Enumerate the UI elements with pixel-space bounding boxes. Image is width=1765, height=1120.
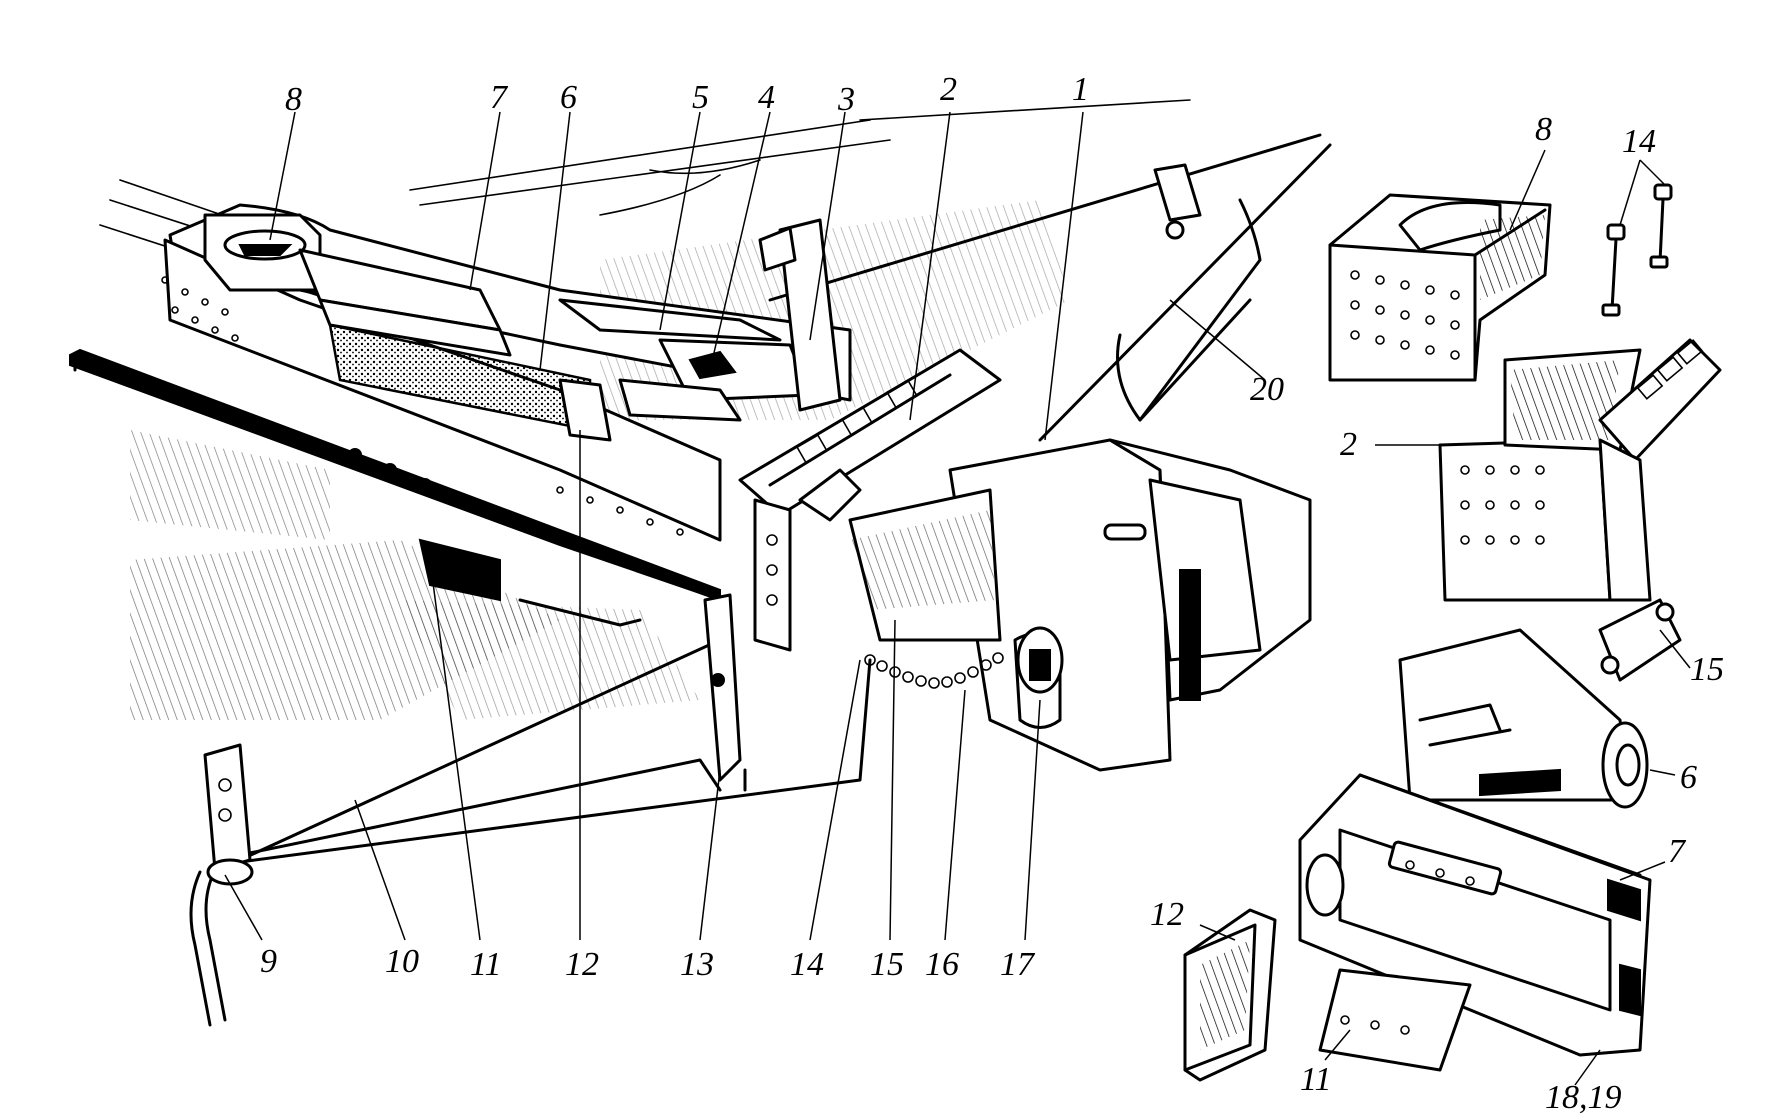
callout-16: 16 <box>925 946 959 983</box>
callout-exploded-8: 8 <box>1535 111 1552 148</box>
callout-exploded-11: 11 <box>1300 1061 1331 1098</box>
callout-14: 14 <box>790 946 824 983</box>
rod-bracket <box>703 593 747 792</box>
exploded-yoke <box>1328 193 1552 382</box>
callout-exploded-2: 2 <box>1340 426 1357 463</box>
callout-1: 1 <box>1072 71 1089 108</box>
leader-lines <box>224 111 1691 1086</box>
callout-13: 13 <box>680 946 714 983</box>
callout-2: 2 <box>940 71 957 108</box>
callout-3: 3 <box>837 81 855 118</box>
main-assembly <box>69 99 1332 1027</box>
exploded-pad <box>1183 908 1277 1082</box>
callout-6: 6 <box>560 79 577 116</box>
exploded-bracket <box>1438 338 1722 602</box>
callout-exploded-7: 7 <box>1668 833 1687 870</box>
callout-7: 7 <box>490 79 509 116</box>
exploded-plate <box>1318 968 1472 1072</box>
callout-12: 12 <box>565 946 599 983</box>
callout-10: 10 <box>385 943 419 980</box>
coupler-head <box>848 438 1312 772</box>
exploded-draft-gear <box>1398 628 1649 809</box>
callout-exploded-6: 6 <box>1680 759 1697 796</box>
draft-gear <box>328 323 612 442</box>
callout-exploded-18-19: 18,19 <box>1545 1079 1622 1116</box>
callout-5: 5 <box>692 79 709 116</box>
exploded-pins <box>1601 183 1673 317</box>
callout-17: 17 <box>1000 946 1036 983</box>
callout-exploded-15: 15 <box>1690 651 1724 688</box>
sill-rivets <box>161 276 684 536</box>
bracket-holes <box>1460 465 1545 545</box>
under-sill-block <box>418 538 642 627</box>
exploded-housing <box>1298 773 1652 1057</box>
callout-9: 9 <box>260 943 277 980</box>
exploded-view <box>1183 183 1722 1082</box>
callout-11: 11 <box>470 946 501 983</box>
yoke-holes <box>1350 270 1460 360</box>
callout-20: 20 <box>1250 371 1284 408</box>
callout-4: 4 <box>758 79 775 116</box>
striker-casting <box>758 218 842 412</box>
callout-exploded-14: 14 <box>1622 123 1656 160</box>
draft-gear-housing <box>298 248 512 357</box>
callout-8: 8 <box>285 81 302 118</box>
callout-15: 15 <box>870 946 904 983</box>
hand-bar <box>1116 163 1262 422</box>
callout-labels: 1 2 3 4 5 6 7 8 9 10 11 12 13 14 15 16 1… <box>260 71 1724 1116</box>
coupler-bracket <box>738 348 1002 652</box>
exploded-link <box>1598 598 1682 682</box>
callout-exploded-12: 12 <box>1150 896 1184 933</box>
follower-plate <box>558 298 812 422</box>
rear-yoke <box>203 213 322 292</box>
